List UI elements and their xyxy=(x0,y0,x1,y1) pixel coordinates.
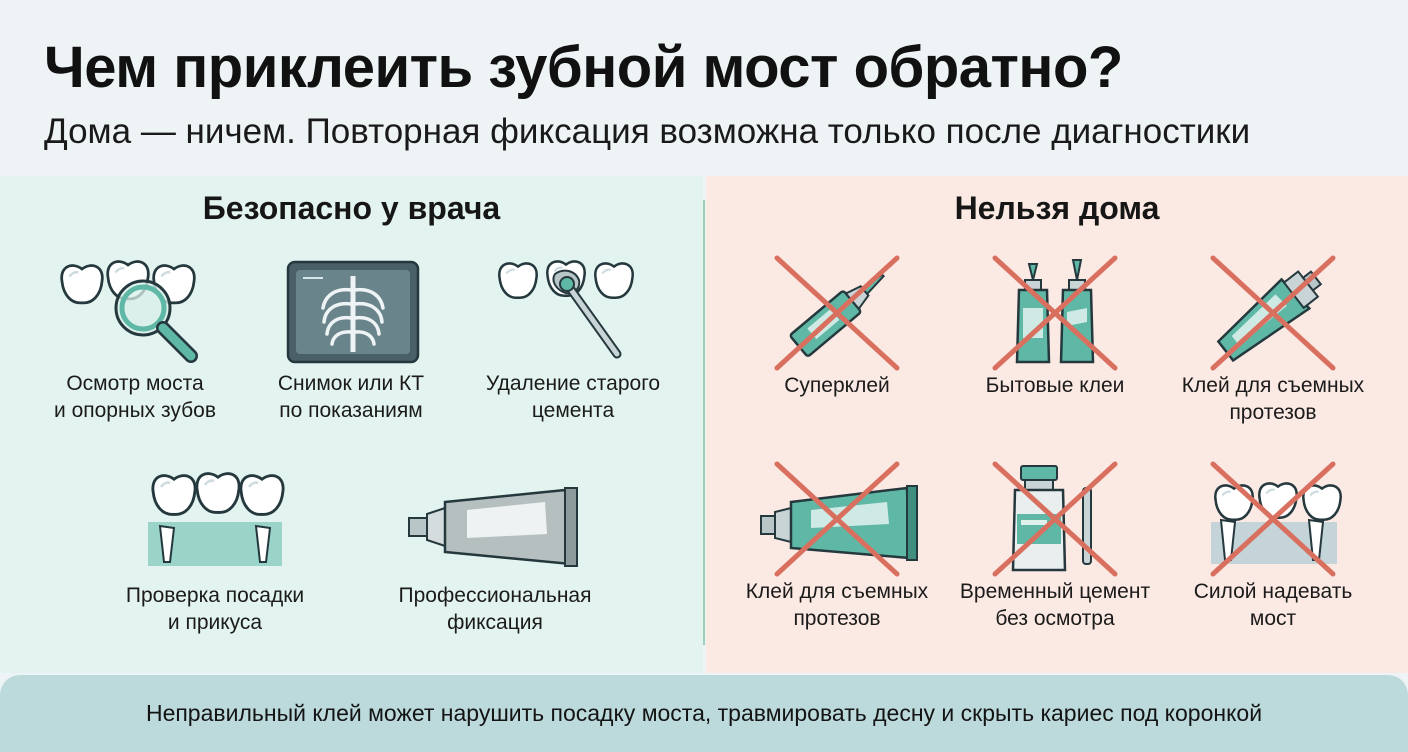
danger-panel-heading: Нельзя дома xyxy=(954,190,1160,226)
scraper-tooth-icon xyxy=(498,260,634,359)
not-at-home-panel: Нельзя дома Суперклей Бытовые клеи xyxy=(706,176,1408,673)
danger-item-label-line1: Клей для съемных xyxy=(1181,374,1365,397)
safe-at-dentist-panel: Безопасно у врача Осмотр моста и опорных… xyxy=(0,176,703,673)
safe-item-cement-removal: Удаление старого цемента xyxy=(468,260,678,424)
danger-item-label-line1: Клей для съемных xyxy=(745,580,929,603)
danger-item-label-line1: Суперклей xyxy=(784,374,890,397)
superglue-crossed-icon xyxy=(747,252,927,372)
danger-item-label-line1: Бытовые клеи xyxy=(985,374,1125,397)
safe-item-inspection: Осмотр моста и опорных зубов xyxy=(30,260,240,424)
safe-item-label-line1: Проверка посадки xyxy=(125,584,305,607)
safe-item-label-line1: Профессиональная xyxy=(398,584,592,607)
danger-item-force-bridge: Силой надевать мост xyxy=(1168,458,1378,632)
danger-item-denture-glue: Клей для съемных протезов xyxy=(1168,252,1378,426)
safe-item-label-line2: по показаниям xyxy=(279,399,423,422)
safe-item-xray: Снимок или КТ по показаниям xyxy=(246,260,456,424)
danger-item-label-line1: Временный цемент xyxy=(959,580,1151,603)
safe-item-label-line1: Осмотр моста xyxy=(66,372,204,395)
safe-item-label-line2: фиксация xyxy=(447,611,543,634)
page-title: Чем приклеить зубной мост обратно? xyxy=(44,35,1123,100)
page-subtitle: Дома — ничем. Повторная фиксация возможн… xyxy=(44,112,1251,151)
safe-item-professional-fixation: Профессиональная фиксация xyxy=(390,472,600,636)
magnifier-teeth-icon xyxy=(60,260,198,363)
denture-glue-crossed-icon xyxy=(1183,252,1363,372)
panel-divider xyxy=(703,200,705,645)
danger-item-label-line2: протезов xyxy=(1229,401,1317,424)
danger-item-label-line1: Силой надевать xyxy=(1193,580,1353,603)
safe-panel-heading: Безопасно у врача xyxy=(202,190,501,226)
safe-item-fit-check: Проверка посадки и прикуса xyxy=(110,472,320,636)
danger-item-temporary-cement: Временный цемент без осмотра xyxy=(950,458,1160,632)
safe-item-label-line1: Удаление старого xyxy=(485,372,661,395)
bridge-force-crossed-icon xyxy=(1183,458,1342,578)
danger-item-label-line2: без осмотра xyxy=(995,607,1115,630)
household-glue-crossed-icon xyxy=(965,252,1145,372)
bridge-gum-icon xyxy=(148,472,285,566)
safe-item-label-line2: цемента xyxy=(531,399,615,422)
cement-tube-icon xyxy=(408,487,578,567)
safe-item-label-line2: и опорных зубов xyxy=(54,399,216,422)
danger-item-household-glue: Бытовые клеи xyxy=(950,252,1160,399)
danger-item-label-line2: мост xyxy=(1249,607,1297,630)
danger-item-label-line2: протезов xyxy=(793,607,881,630)
footer-warning-text: Неправильный клей может нарушить посадку… xyxy=(145,700,1263,726)
safe-item-label-line2: и прикуса xyxy=(167,611,263,634)
denture-tube-crossed-icon xyxy=(760,458,918,578)
temp-cement-crossed-icon xyxy=(965,458,1145,578)
xray-icon xyxy=(286,260,420,364)
warning-footer: Неправильный клей может нарушить посадку… xyxy=(0,675,1408,752)
safe-item-label-line1: Снимок или КТ xyxy=(277,372,425,395)
danger-item-superglue: Суперклей xyxy=(732,252,942,399)
danger-item-denture-glue-tube: Клей для съемных протезов xyxy=(732,458,942,632)
